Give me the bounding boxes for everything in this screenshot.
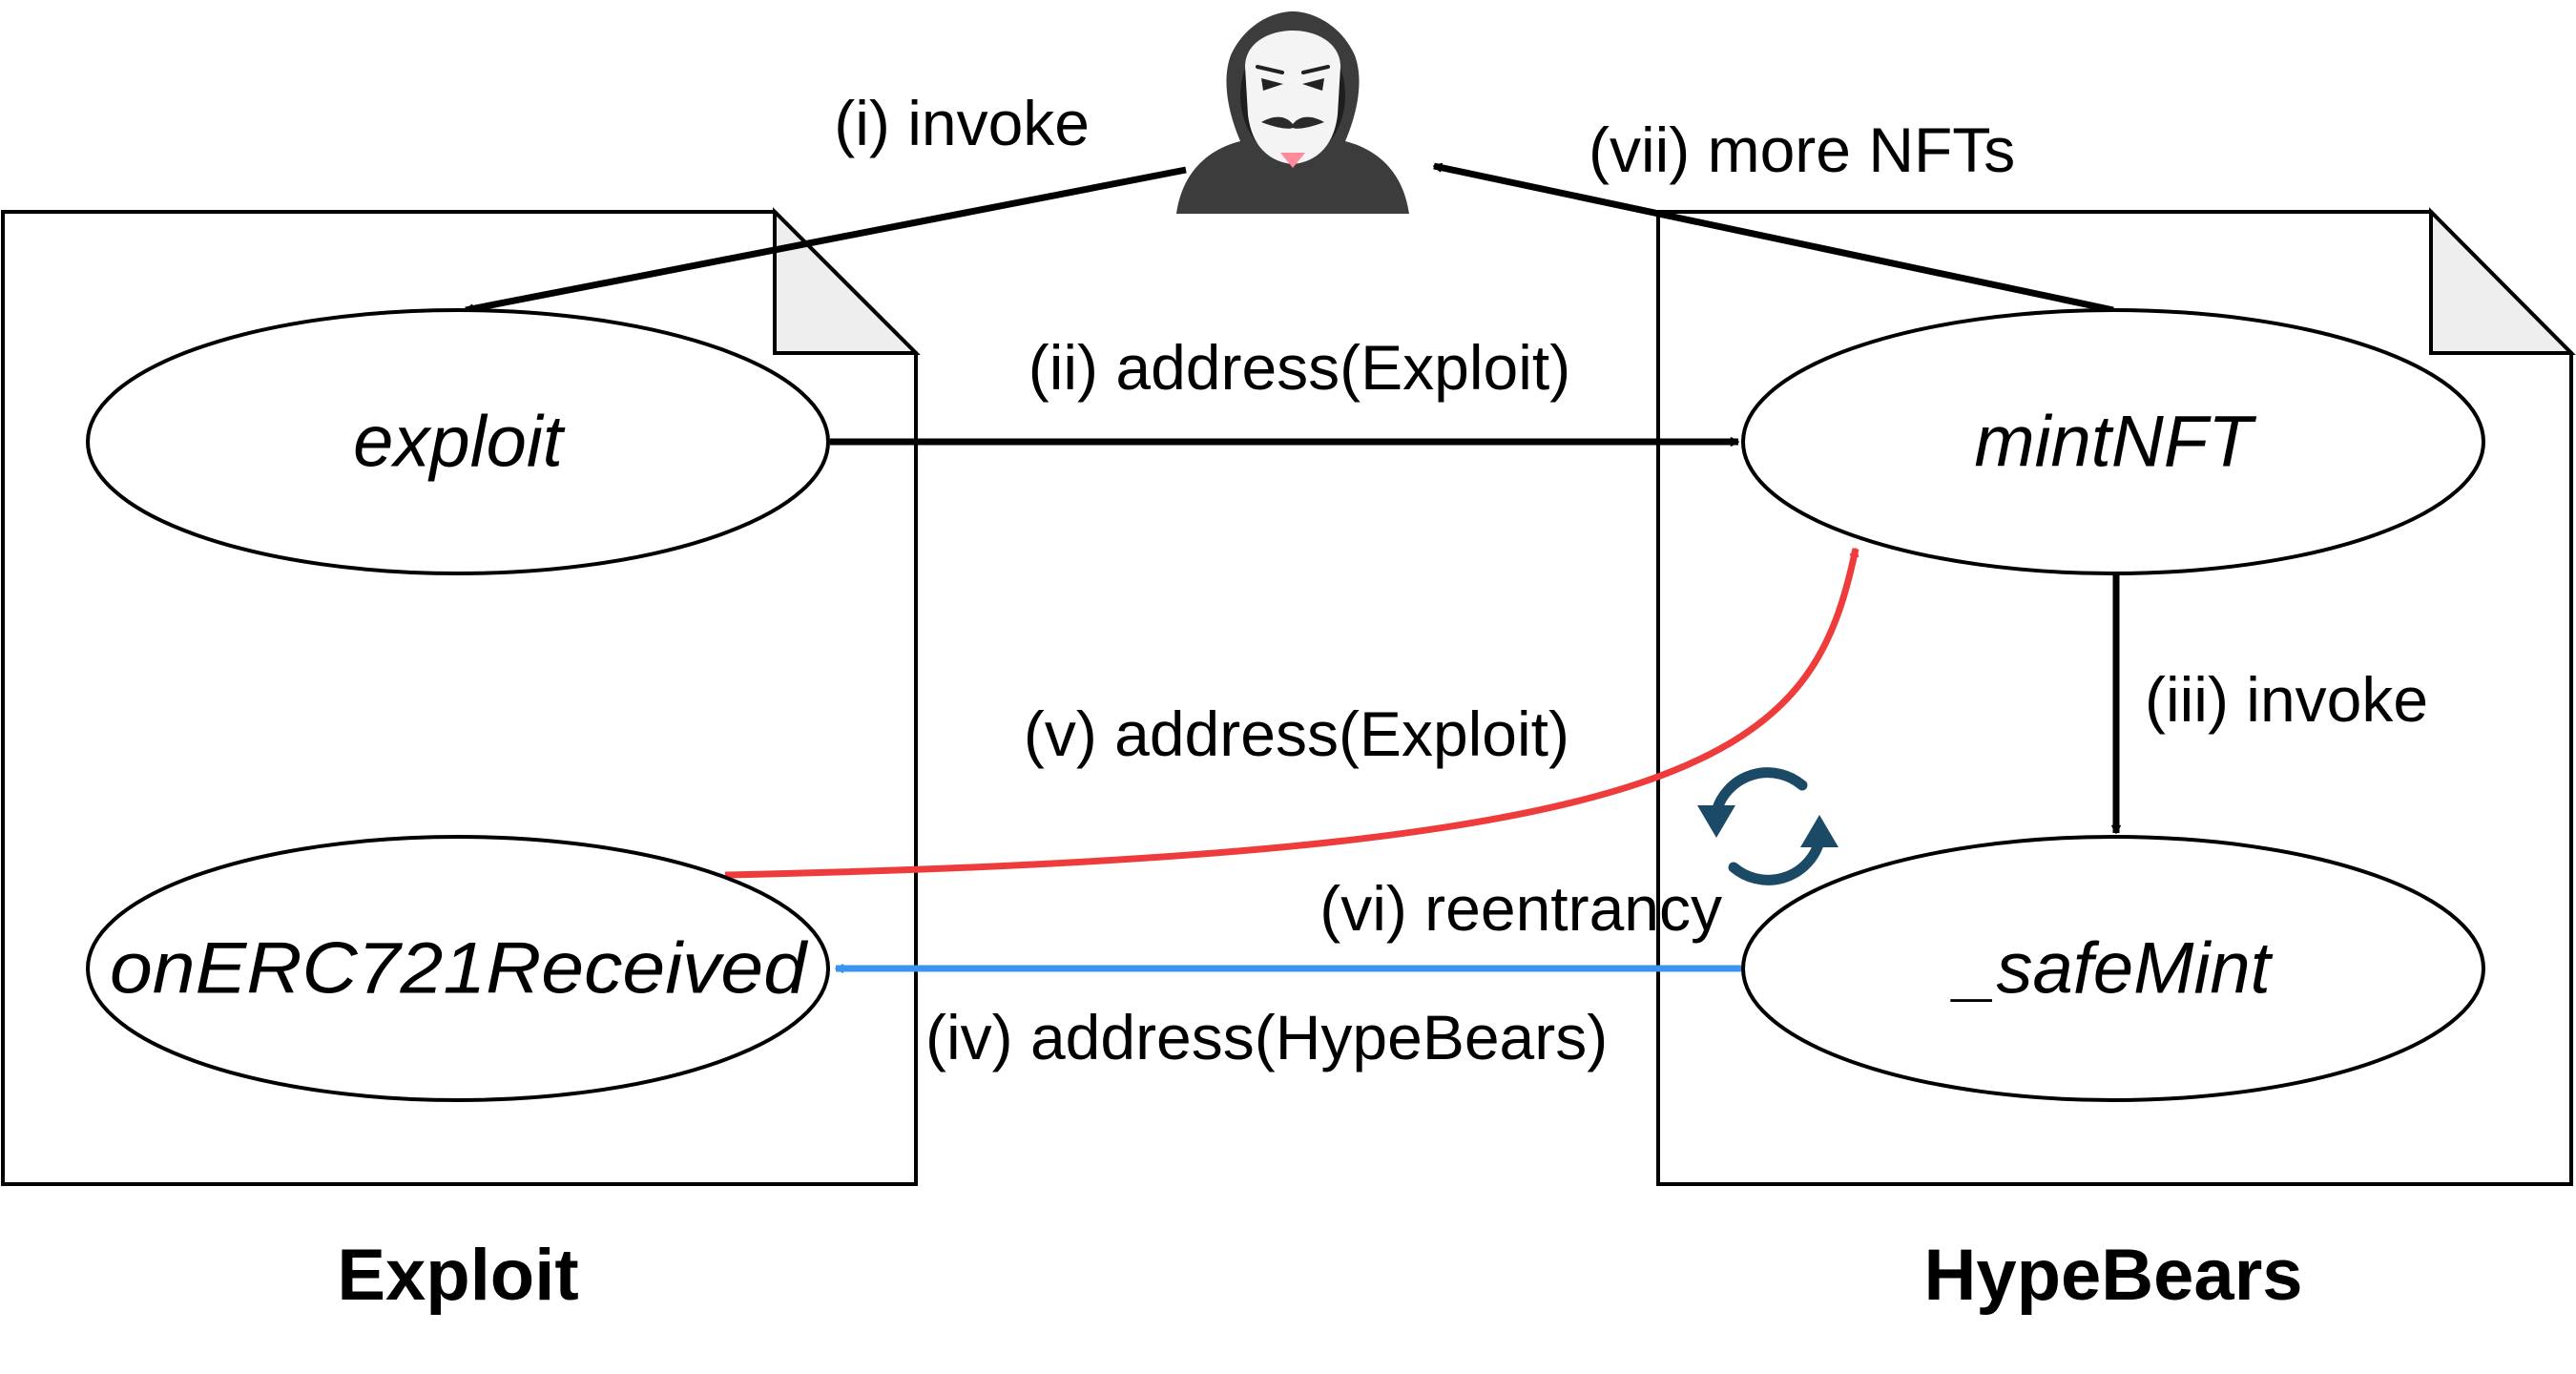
hooded-attacker-icon bbox=[1176, 11, 1409, 214]
caption-hypebears: HypeBears bbox=[1923, 1235, 2302, 1316]
label-reentrancy-vi: (vi) reentrancy bbox=[1319, 873, 1722, 944]
node-on-erc721-received: onERC721Received bbox=[86, 835, 830, 1102]
edge-reentrant-call bbox=[724, 548, 1859, 879]
edge-more-nfts bbox=[1433, 162, 2114, 314]
caption-exploit: Exploit bbox=[337, 1235, 578, 1316]
node-safe-mint-label: _safeMint bbox=[1950, 928, 2273, 1010]
node-exploit: exploit bbox=[86, 308, 830, 575]
node-exploit-label: exploit bbox=[353, 402, 566, 483]
label-address-hypebears-iv: (iv) address(HypeBears) bbox=[925, 1002, 1608, 1072]
node-on-erc721-received-label: onERC721Received bbox=[110, 928, 809, 1010]
label-address-exploit-ii: (ii) address(Exploit) bbox=[1028, 332, 1570, 403]
node-mint-nft-label: mintNFT bbox=[1974, 402, 2256, 483]
edge-invoke-exploit bbox=[465, 166, 1187, 314]
label-address-exploit-v: (v) address(Exploit) bbox=[1024, 698, 1569, 769]
label-invoke-iii: (iii) invoke bbox=[2145, 664, 2428, 735]
node-mint-nft: mintNFT bbox=[1741, 308, 2485, 575]
label-invoke-i: (i) invoke bbox=[834, 88, 1090, 158]
refresh-cycle-icon bbox=[1697, 767, 1839, 885]
node-safe-mint: _safeMint bbox=[1741, 835, 2485, 1102]
label-more-nfts-vii: (vii) more NFTs bbox=[1589, 114, 2015, 185]
